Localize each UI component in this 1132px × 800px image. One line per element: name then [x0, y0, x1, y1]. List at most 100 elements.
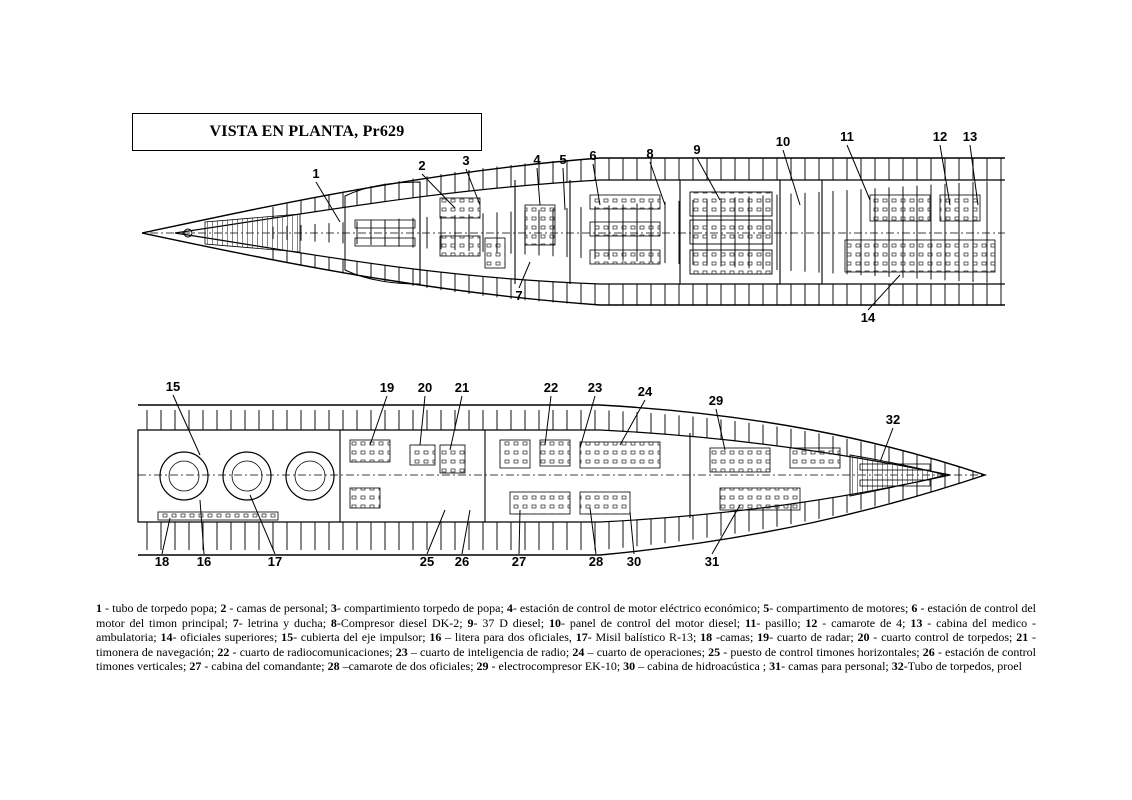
callout-leader-13	[969, 144, 979, 206]
legend-description-4: - estación de control de motor eléctrico…	[512, 601, 764, 615]
bottom-bunks	[157, 511, 279, 521]
top-bulkheads	[419, 180, 823, 284]
legend-description-11: - pasillo;	[756, 615, 806, 630]
legend-description-28: –camarote de dos oficiales;	[339, 659, 477, 674]
legend-description-21: - timonera de navegación;	[96, 630, 1036, 659]
bow-torpedo-tubes	[859, 463, 931, 487]
callout-label-26: 26	[455, 554, 469, 569]
legend-description-3: - compartimiento torpedo de popa;	[336, 601, 507, 615]
callout-leader-16	[199, 499, 205, 555]
bottom-hull	[137, 404, 988, 556]
legend-description-18: -camas;	[712, 630, 758, 645]
legend-description-23: – cuarto de inteligencia de radio;	[407, 644, 573, 659]
legend-description-24: – cuarto de operaciones;	[584, 644, 709, 659]
legend-description-2: - camas de personal;	[226, 601, 331, 615]
callout-leader-30	[629, 511, 635, 555]
callout-label-25: 25	[420, 554, 434, 569]
callout-label-5: 5	[559, 152, 566, 167]
legend-number-10: 10	[548, 615, 561, 630]
legend-description-16: – litera para dos oficiales,	[441, 630, 576, 645]
callout-label-16: 16	[197, 554, 211, 569]
callout-leader-19	[369, 395, 388, 446]
callout-label-17: 17	[268, 554, 282, 569]
legend-description-12: - camarote de 4;	[817, 615, 911, 630]
legend-number-25: 25	[708, 644, 721, 659]
callout-leader-2	[421, 173, 456, 209]
legend-number-9: 9	[467, 615, 474, 630]
callout-label-2: 2	[418, 158, 425, 173]
legend-number-11: 11	[745, 615, 757, 630]
bottom-hull-outline	[138, 404, 988, 556]
legend-number-7: 7	[232, 615, 239, 630]
legend-description-25: - puesto de control timones horizontales…	[720, 644, 923, 659]
legend-description-10: - panel de control del motor diesel;	[560, 615, 745, 630]
legend-description-5: - compartimento de motores;	[769, 601, 912, 615]
bottom-equipment	[349, 439, 841, 515]
legend-description-13: - cabina del medico - ambulatoria;	[96, 615, 1037, 645]
callout-leader-31	[711, 504, 741, 555]
callout-leader-26	[461, 509, 471, 555]
callout-label-22: 22	[544, 380, 558, 395]
legend-description-19: - cuarto de radar;	[769, 630, 858, 645]
callout-leader-3	[465, 168, 481, 206]
legend-description-15: - cubierta del eje impulsor;	[293, 630, 430, 645]
legend-number-4: 4	[506, 601, 513, 615]
callout-leader-21	[449, 395, 463, 451]
callout-leader-7	[518, 261, 531, 289]
legend-number-24: 24	[572, 644, 585, 659]
legend-number-20: 20	[857, 630, 870, 645]
callout-label-11: 11	[840, 129, 854, 144]
legend-number-26: 26	[922, 644, 935, 659]
top-diesel-engines	[689, 191, 773, 275]
legend-number-27: 27	[189, 659, 202, 674]
top-equipment	[439, 194, 996, 273]
callout-label-24: 24	[638, 384, 653, 399]
callout-label-15: 15	[166, 379, 180, 394]
callout-leader-9	[696, 157, 721, 201]
callout-leaders	[161, 144, 979, 555]
bottom-bulkheads	[339, 430, 691, 522]
legend-number-1: 1	[96, 601, 102, 615]
legend-number-32: 32	[891, 659, 904, 674]
legend-number-30: 30	[623, 659, 636, 674]
legend-text: 1 - tubo de torpedo popa; 2 - camas de p…	[96, 601, 1036, 674]
submarine-plan-drawing: 1234567891011121314151617181920212223242…	[137, 129, 1005, 569]
callout-label-14: 14	[861, 310, 876, 325]
callout-label-32: 32	[886, 412, 900, 427]
legend-number-29: 29	[476, 659, 489, 674]
callout-label-9: 9	[693, 142, 700, 157]
legend-number-28: 28	[327, 659, 340, 674]
top-torpedo-tubes	[354, 219, 416, 247]
legend-number-22: 22	[217, 644, 230, 659]
callout-leader-11	[846, 144, 871, 201]
callout-leader-1	[315, 181, 341, 223]
callout-leader-4	[536, 167, 541, 206]
callout-leader-23	[579, 395, 596, 449]
callout-leader-24	[619, 399, 646, 446]
callout-leader-32	[879, 427, 894, 463]
legend-description-1: - tubo de torpedo popa;	[102, 601, 221, 615]
callout-leader-28	[589, 507, 597, 555]
legend-description-27: - cabina del comandante;	[201, 659, 328, 674]
title-box: VISTA EN PLANTA, Pr629	[132, 113, 482, 151]
legend-description-31: - camas para personal;	[781, 659, 892, 674]
callout-leader-12	[939, 144, 951, 206]
missile-silos	[159, 451, 335, 501]
top-stern-hub	[183, 228, 193, 238]
callout-label-10: 10	[776, 134, 790, 149]
callout-leader-14	[867, 274, 901, 311]
legend-description-7: - letrina y ducha;	[238, 615, 331, 630]
legend-description-32: -Tubo de torpedos, proel	[903, 659, 1022, 674]
legend-number-15: 15	[281, 630, 294, 645]
legend-number-8: 8	[330, 615, 337, 630]
legend-number-6: 6	[911, 601, 918, 615]
legend-number-12: 12	[805, 615, 818, 630]
callout-leader-18	[161, 517, 171, 555]
legend-number-14: 14	[160, 630, 173, 645]
top-hull	[141, 157, 1005, 306]
diagram-title: VISTA EN PLANTA, Pr629	[209, 123, 405, 140]
callout-leader-10	[782, 149, 801, 206]
legend-number-17: 17	[575, 630, 588, 645]
callout-label-23: 23	[588, 380, 602, 395]
